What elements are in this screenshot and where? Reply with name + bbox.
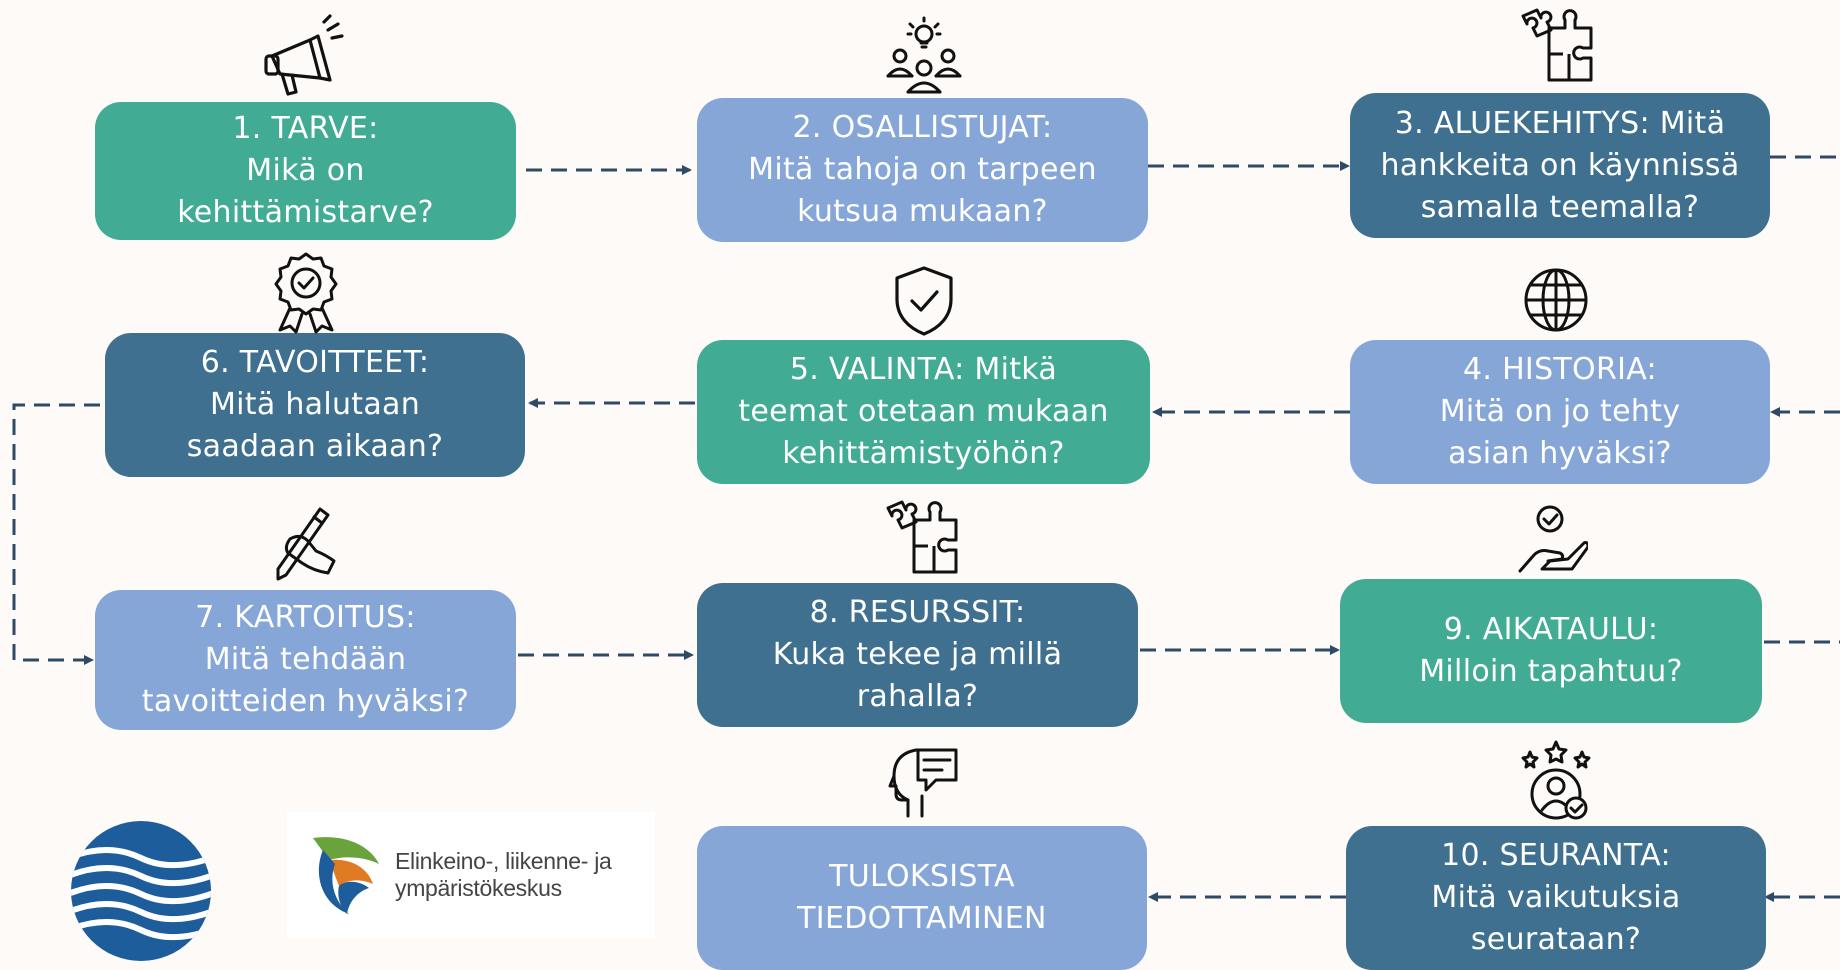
step-1-need: 1. TARVE: Mikä on kehittämistarve? [95, 102, 516, 240]
ely-leaf-mark [313, 837, 379, 914]
step-10-line-1: 10. SEURANTA: [1441, 838, 1671, 873]
step-8-line-1: 8. RESURSSIT: [809, 595, 1026, 630]
award-badge-icon [274, 252, 338, 334]
step-3-line-2: hankkeita on käynnissä [1380, 147, 1740, 183]
step-4-line-2: Mitä on jo tehty [1439, 394, 1681, 429]
step-3-regional-development: 3. ALUEKEHITYS: Mitä hankkeita on käynni… [1350, 93, 1770, 238]
megaphone-icon [264, 14, 344, 96]
step-1-line-1: 1. TARVE: [232, 111, 379, 146]
step-5-line-1: 5. VALINTA: Mitkä [789, 352, 1058, 387]
globe-icon [1524, 268, 1588, 332]
puzzle-icon [1521, 8, 1593, 82]
results-line-2: TIEDOTTAMINEN [797, 901, 1047, 936]
hand-check-icon [1518, 505, 1588, 573]
step-3-line-3: samalla teemalla? [1420, 189, 1700, 225]
step-8-line-2: Kuka tekee ja millä [772, 637, 1063, 672]
step-4-history: 4. HISTORIA: Mitä on jo tehty asian hyvä… [1350, 340, 1770, 484]
step-7-line-1: 7. KARTOITUS: [195, 600, 416, 635]
step-2-line-1: 2. OSALLISTUJAT: [792, 110, 1053, 145]
step-5-line-2: teemat otetaan mukaan [738, 394, 1109, 429]
step-2-line-3: kutsua mukaan? [797, 194, 1048, 229]
step-5-line-3: kehittämistyöhön? [782, 436, 1065, 471]
arrow-6-to-7 [12, 403, 100, 665]
head-chat-icon [888, 748, 958, 818]
step-6-line-1: 6. TAVOITTEET: [200, 345, 430, 380]
step-9-schedule: 9. AIKATAULU: Milloin tapahtuu? [1340, 579, 1762, 723]
step-10-monitoring: 10. SEURANTA: Mitä vaikutuksia seurataan… [1346, 826, 1766, 970]
step-6-line-3: saadaan aikaan? [186, 429, 444, 464]
team-idea-icon [886, 16, 962, 94]
step-9-line-2: Milloin tapahtuu? [1419, 654, 1683, 689]
results-communication: TULOKSISTA TIEDOTTAMINEN [697, 826, 1147, 970]
step-5-selection: 5. VALINTA: Mitkä teemat otetaan mukaan … [697, 340, 1150, 484]
step-2-line-2: Mitä tahoja on tarpeen [748, 152, 1097, 187]
ely-text-line-1: Elinkeino-, liikenne- ja [395, 848, 612, 874]
user-stars-icon [1521, 740, 1591, 820]
step-9-line-1: 9. AIKATAULU: [1443, 612, 1659, 647]
ely-centre-logo: Elinkeino-, liikenne- ja ympäristökeskus [287, 812, 655, 938]
globe-wave-logo [71, 821, 211, 961]
step-8-resources: 8. RESURSSIT: Kuka tekee ja millä rahall… [697, 583, 1138, 727]
step-2-participants: 2. OSALLISTUJAT: Mitä tahoja on tarpeen … [697, 98, 1148, 242]
results-line-1: TULOKSISTA [829, 859, 1015, 894]
puzzle-icon [886, 500, 958, 574]
ely-text-line-2: ympäristökeskus [395, 875, 562, 901]
step-1-line-2: Mikä on [246, 153, 365, 188]
step-7-line-3: tavoitteiden hyväksi? [141, 684, 470, 719]
step-4-line-1: 4. HISTORIA: [1463, 352, 1657, 387]
step-10-line-3: seurataan? [1470, 922, 1642, 957]
step-7-line-2: Mitä tehdään [204, 642, 407, 677]
step-3-line-1: 3. ALUEKEHITYS: Mitä [1394, 105, 1726, 141]
step-6-line-2: Mitä halutaan [209, 387, 421, 422]
shield-check-icon [895, 266, 953, 336]
step-10-line-2: Mitä vaikutuksia [1431, 880, 1681, 915]
step-4-line-3: asian hyväksi? [1448, 436, 1672, 471]
step-8-line-3: rahalla? [856, 679, 979, 714]
step-1-line-3: kehittämistarve? [177, 195, 434, 230]
hand-pen-icon [276, 507, 336, 581]
step-7-mapping: 7. KARTOITUS: Mitä tehdään tavoitteiden … [95, 590, 516, 730]
step-6-goals: 6. TAVOITTEET: Mitä halutaan saadaan aik… [105, 333, 525, 477]
